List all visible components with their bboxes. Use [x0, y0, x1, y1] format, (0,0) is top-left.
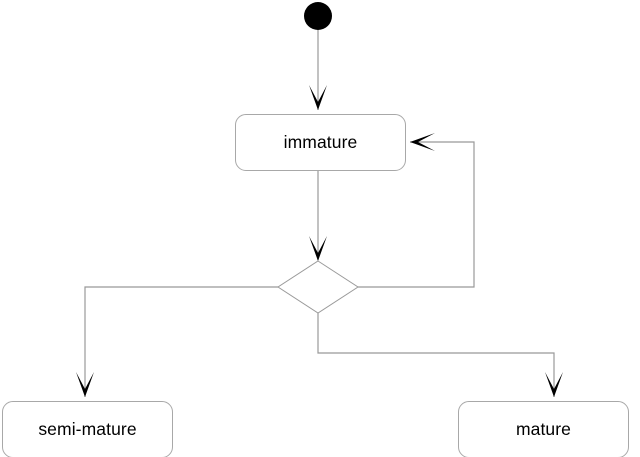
state-node-semi-mature[interactable]: semi-mature — [2, 401, 173, 457]
connector-decision-to-semi-mature[interactable] — [84, 286, 278, 397]
arrowhead-immature-to-decision — [309, 236, 327, 261]
connector-decision-to-immature-loop[interactable] — [358, 141, 475, 288]
connector-decision-to-mature[interactable] — [317, 313, 555, 397]
arrowhead-decision-to-mature — [545, 372, 563, 397]
state-label-immature: immature — [283, 131, 358, 152]
state-label-mature: mature — [515, 418, 572, 439]
state-node-mature[interactable]: mature — [458, 401, 629, 457]
arrowhead-decision-to-semi-mature — [76, 372, 94, 397]
arrowhead-initial-to-immature — [309, 85, 327, 110]
decision-diamond-node[interactable] — [277, 260, 359, 314]
state-label-semi-mature: semi-mature — [38, 418, 137, 439]
initial-state-node[interactable] — [304, 2, 332, 30]
state-node-immature[interactable]: immature — [235, 114, 406, 171]
arrowhead-decision-to-immature-loop — [410, 133, 435, 151]
